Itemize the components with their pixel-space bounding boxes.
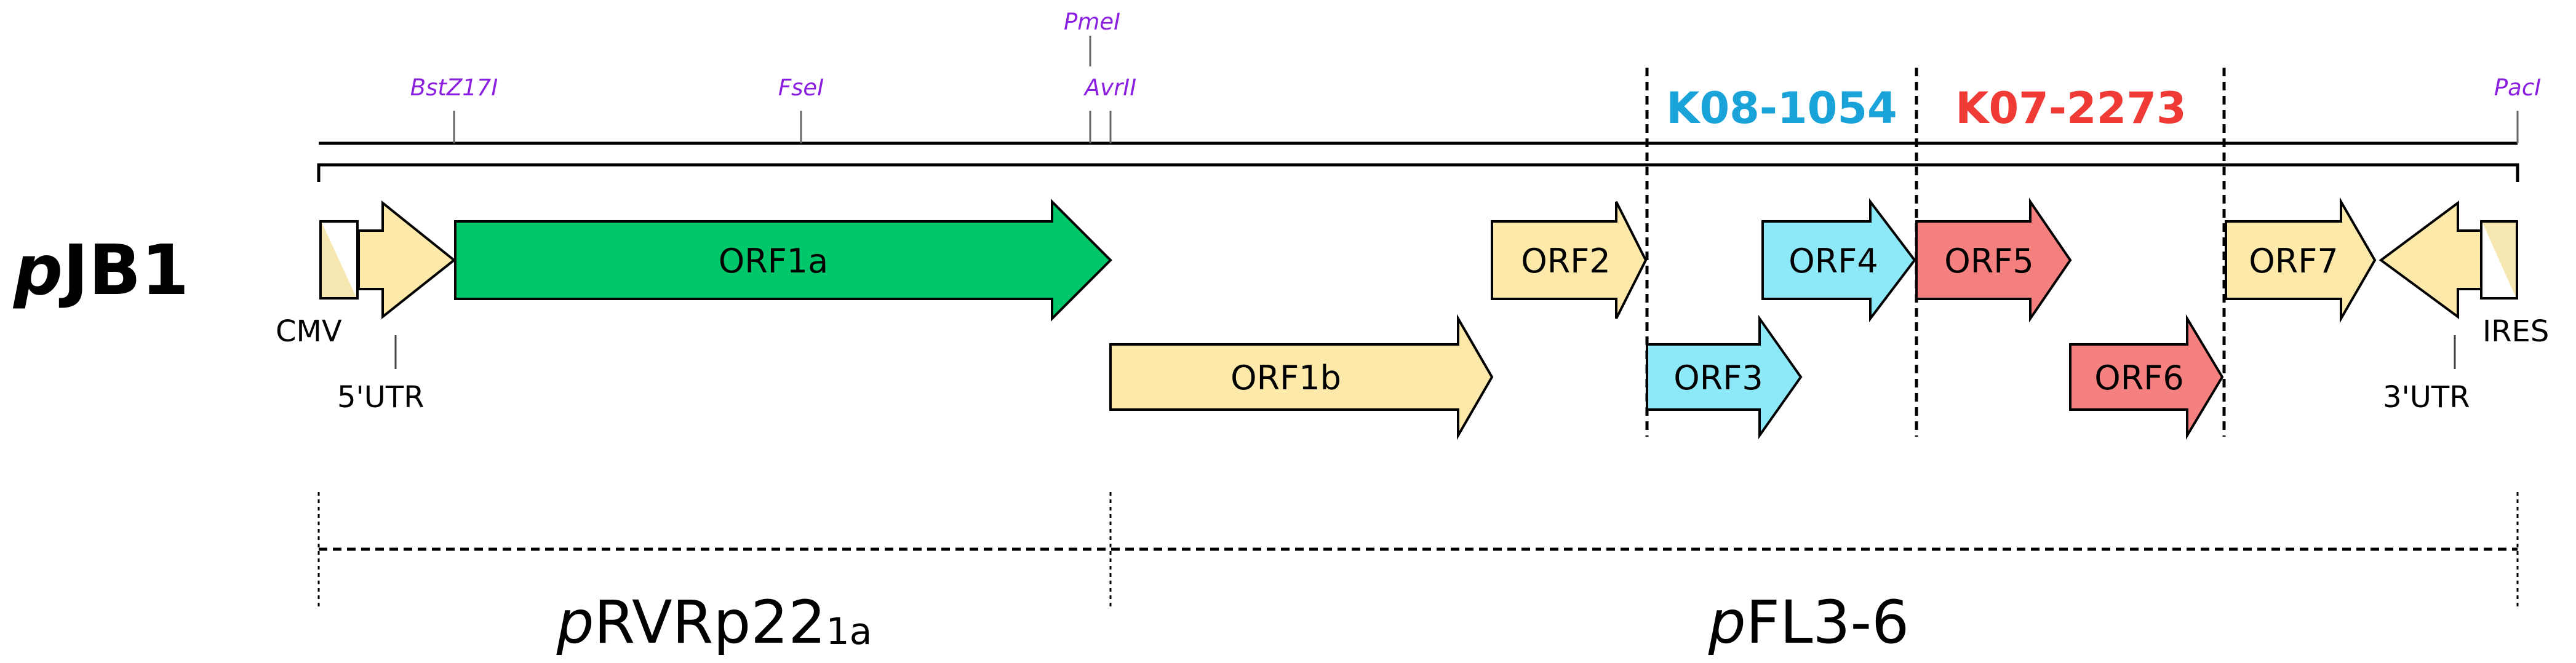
cmv-label: CMV <box>276 314 342 349</box>
orf1b-label: ORF1b <box>1230 359 1341 397</box>
orf4-arrow <box>1761 198 1916 322</box>
orf2-arrow <box>1491 201 1648 319</box>
construct-title-name: JB1 <box>58 231 189 311</box>
orf6-label: ORF6 <box>2094 359 2183 397</box>
orf7-label: ORF7 <box>2249 242 2338 280</box>
site-label-pme: PmeI <box>1064 9 1120 35</box>
ires-shade <box>2482 223 2516 297</box>
orf4-label: ORF4 <box>1788 242 1878 280</box>
construct-title: pJB1 <box>12 231 189 311</box>
cmv-shade <box>322 223 356 297</box>
site-label-fse: FseI <box>778 74 824 101</box>
plasmid-fl36-prefix: p <box>1708 588 1746 657</box>
orf6-arrow <box>2069 314 2224 440</box>
segment-verticals <box>317 492 2519 609</box>
orf1b-arrow <box>1109 314 1494 440</box>
orf1a-arrow <box>454 199 1112 322</box>
utr3-label: 3'UTR <box>2383 380 2470 415</box>
ires-label: IRES <box>2482 314 2549 349</box>
orf7-arrow <box>2225 197 2377 324</box>
site-label-avr: AvrII <box>1083 74 1136 101</box>
site-ticks <box>453 36 2519 143</box>
orf5-arrow <box>1915 197 2072 323</box>
orf3-arrow <box>1646 314 1803 440</box>
orf5-label: ORF5 <box>1944 242 2033 280</box>
utr5-arrow <box>357 200 457 320</box>
construct-bracket <box>317 163 2519 182</box>
utr5-label: 5'UTR <box>337 380 425 415</box>
plasmid-rvrp22-name: RVRp22 <box>594 588 826 657</box>
plasmid-rvrp22-sub: 1a <box>826 610 872 653</box>
orf1a-label: ORF1a <box>719 242 829 280</box>
site-label-pac: PacI <box>2494 74 2541 101</box>
region-label-k08: K08-1054 <box>1666 83 1897 133</box>
region-label-k07: K07-2273 <box>1955 83 2187 133</box>
orf2-label: ORF2 <box>1521 242 1610 280</box>
orf3-label: ORF3 <box>1673 359 1763 397</box>
plasmid-label-rvrp22: pRVRp221a <box>556 588 872 657</box>
plasmid-label-fl36: pFL3-6 <box>1708 588 1909 657</box>
plasmid-rvrp22-prefix: p <box>556 588 594 657</box>
utr3-arrow <box>2379 200 2482 319</box>
plasmid-fl36-name: FL3-6 <box>1746 588 1910 657</box>
construct-title-prefix: p <box>12 231 63 311</box>
site-label-bst: BstZ17I <box>410 74 498 101</box>
